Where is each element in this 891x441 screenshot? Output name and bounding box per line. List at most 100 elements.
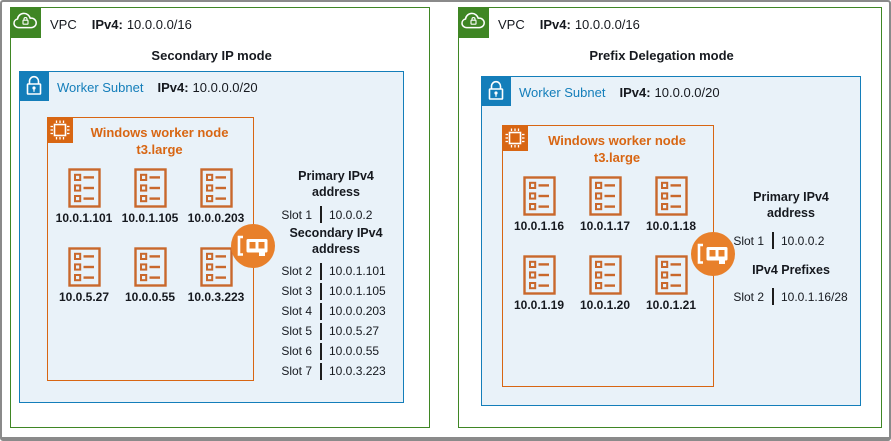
slot-divider [320, 206, 322, 223]
slot-value: 10.0.0.203 [329, 304, 386, 318]
pod-list-icon [133, 168, 167, 208]
slot-label: Slot 4 [281, 304, 312, 318]
slot-value: 10.0.0.55 [329, 344, 380, 358]
slot-divider [772, 232, 774, 249]
slot-row: Slot 1 10.0.0.2 [270, 205, 402, 225]
slot-row: Slot 4 10.0.0.203 [270, 301, 402, 321]
pod-list-icon [133, 247, 167, 287]
pod: 10.0.3.223 [183, 247, 249, 304]
slot-label: Slot 3 [281, 284, 312, 298]
pod: 10.0.1.19 [506, 255, 572, 312]
pod: 10.0.1.20 [572, 255, 638, 312]
pod-ip-label: 10.0.1.21 [645, 298, 697, 312]
slot-value: 10.0.5.27 [329, 324, 380, 338]
slot-value: 10.0.3.223 [329, 364, 386, 378]
slot-row: Slot 7 10.0.3.223 [270, 361, 402, 381]
pod: 10.0.1.101 [51, 168, 117, 225]
address-section-title: Primary IPv4 address [753, 190, 829, 221]
slot-label: Slot 2 [733, 289, 764, 304]
vpc-cloud-icon [458, 7, 489, 38]
pod-ip-label: 10.0.1.16 [513, 219, 565, 233]
slot-label: Slot 7 [281, 364, 312, 378]
slot-value: 10.0.1.101 [329, 264, 386, 278]
pod: 10.0.0.55 [117, 247, 183, 304]
worker-subnet-box: Worker Subnet IPv4:10.0.0.0/20 Windows w… [19, 71, 404, 403]
subnet-ip-label: IPv4: [619, 85, 651, 100]
address-section-title: IPv4 Prefixes [752, 262, 830, 277]
slot-row: Slot 6 10.0.0.55 [270, 341, 402, 361]
pod-ip-label: 10.0.0.203 [187, 211, 245, 225]
mode-title: Prefix Delegation mode [589, 48, 734, 63]
address-section-primary: Primary IPv4 address Slot 1 10.0.0.2 [722, 189, 860, 252]
worker-subnet-box: Worker Subnet IPv4:10.0.0.0/20 Windows w… [481, 76, 861, 406]
pod-list-icon [522, 255, 556, 295]
subnet-ip-value: 10.0.0.0/20 [192, 80, 258, 95]
pod-list-icon [67, 168, 101, 208]
slot-label: Slot 1 [733, 233, 764, 248]
pod-ip-label: 10.0.0.55 [124, 290, 176, 304]
cpu-chip-icon [47, 117, 73, 143]
vpc-cloud-icon [10, 7, 41, 38]
worker-node-box: Windows worker node t3.large 10.0.1.101 … [47, 117, 275, 381]
worker-node-title: Windows worker node [90, 125, 229, 140]
pod: 10.0.1.105 [117, 168, 183, 225]
pod-list-icon [67, 247, 101, 287]
pod-ip-label: 10.0.3.223 [187, 290, 245, 304]
pod-ip-label: 10.0.1.18 [645, 219, 697, 233]
pod: 10.0.1.18 [638, 176, 704, 233]
pods-grid: 10.0.1.101 10.0.1.105 10.0.0.203 10.0.5.… [51, 168, 251, 304]
slot-label: Slot 6 [281, 344, 312, 358]
slot-row: Slot 2 10.0.1.16/28 [722, 286, 860, 308]
vpc-ip-value: 10.0.0.0/16 [126, 17, 192, 32]
address-section-prefixes: IPv4 Prefixes Slot 2 10.0.1.16/28 [722, 262, 860, 308]
slot-value: 10.0.1.105 [329, 284, 386, 298]
address-section-title: Secondary IPv4 address [289, 225, 383, 256]
slot-value: 10.0.0.2 [781, 233, 825, 248]
pod: 10.0.1.16 [506, 176, 572, 233]
pod-ip-label: 10.0.5.27 [58, 290, 110, 304]
vpc-ip-label: IPv4: [539, 17, 571, 32]
pod: 10.0.0.203 [183, 168, 249, 225]
slot-divider [320, 282, 322, 300]
pod-list-icon [654, 255, 688, 295]
worker-node-box: Windows worker node t3.large 10.0.1.16 1… [502, 125, 735, 387]
slot-row: Slot 1 10.0.0.2 [722, 230, 860, 252]
mode-title: Secondary IP mode [151, 48, 272, 63]
pod-ip-label: 10.0.1.105 [121, 211, 179, 225]
address-section-primary: Primary IPv4 address Slot 1 10.0.0.2 [270, 168, 402, 225]
pod-list-icon [654, 176, 688, 216]
slot-value: 10.0.0.2 [329, 207, 373, 222]
pod-ip-label: 10.0.1.19 [513, 298, 565, 312]
vpc-label: VPC [498, 17, 525, 32]
pod-list-icon [588, 255, 622, 295]
pod-list-icon [199, 168, 233, 208]
address-section-title: Primary IPv4 address [298, 169, 374, 200]
slot-value: 10.0.1.16/28 [781, 289, 848, 304]
vpc-ip-value: 10.0.0.0/16 [574, 17, 640, 32]
slot-label: Slot 2 [281, 264, 312, 278]
pod: 10.0.5.27 [51, 247, 117, 304]
subnet-lock-icon [481, 76, 511, 106]
slot-divider [320, 342, 322, 360]
subnet-label: Worker Subnet [519, 85, 606, 100]
slot-divider [772, 288, 774, 306]
slot-label: Slot 5 [281, 324, 312, 338]
vpc-ip-label: IPv4: [91, 17, 123, 32]
vpc-label: VPC [50, 17, 77, 32]
address-section-secondary: Secondary IPv4 address Slot 2 10.0.1.101… [270, 225, 402, 382]
slot-row: Slot 5 10.0.5.27 [270, 321, 402, 341]
subnet-ip-value: 10.0.0.0/20 [654, 85, 720, 100]
worker-node-title: Windows worker node [548, 133, 686, 148]
cpu-chip-icon [502, 125, 528, 151]
worker-node-instance-type: t3.large [136, 141, 183, 157]
slot-row: Slot 3 10.0.1.105 [270, 281, 402, 301]
pod-ip-label: 10.0.1.20 [579, 298, 631, 312]
pod-list-icon [588, 176, 622, 216]
network-interface-icon [231, 224, 275, 268]
pod-ip-label: 10.0.1.101 [55, 211, 113, 225]
subnet-lock-icon [19, 71, 49, 101]
slot-divider [320, 262, 322, 280]
slot-divider [320, 362, 322, 380]
pod: 10.0.1.21 [638, 255, 704, 312]
vpc-box-prefix-delegation: VPC IPv4:10.0.0.0/16 Prefix Delegation m… [458, 7, 882, 428]
